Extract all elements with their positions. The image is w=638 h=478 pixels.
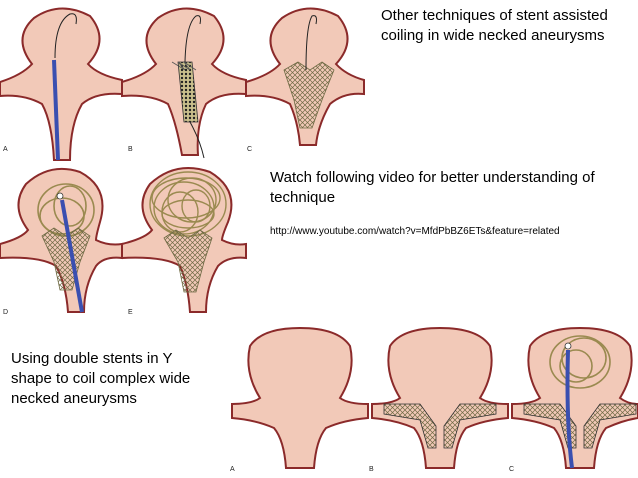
panel-label-bottom-b: B (369, 466, 374, 473)
panel-c-aneurysm (245, 7, 365, 146)
panel-e-aneurysm (121, 167, 247, 313)
y-panel-b-aneurysm (371, 326, 509, 469)
y-stent-description: Using double stents in Y shape to coil c… (11, 349, 190, 409)
y-panel-c-aneurysm (511, 326, 638, 469)
top-title-line2: coiling in wide necked aneurysms (381, 27, 605, 44)
panel-label-top-e: E (128, 309, 133, 316)
y-stent-line2: shape to coil complex wide (11, 370, 191, 387)
video-link[interactable]: http://www.youtube.com/watch?v=MfdPbBZ6E… (270, 226, 560, 237)
video-heading-line1: Watch following video for better underst… (270, 169, 595, 186)
y-stent-line1: Using double stents in Y (11, 350, 173, 367)
panel-label-bottom-c: C (509, 466, 515, 473)
panel-d-aneurysm (0, 168, 123, 313)
panel-a-aneurysm (0, 7, 123, 161)
video-heading-line2: technique (270, 189, 336, 206)
panel-label-top-c: C (247, 146, 253, 153)
y-stent-line3: necked aneurysms (11, 390, 137, 407)
top-title-line1: Other techniques of stent assisted (381, 7, 608, 24)
panel-label-top-b: B (128, 146, 133, 153)
video-heading: Watch following video for better underst… (270, 168, 595, 208)
panel-label-bottom-a: A (230, 466, 235, 473)
top-title: Other techniques of stent assisted coili… (381, 6, 608, 46)
panel-label-top-d: D (3, 309, 9, 316)
panel-label-top-a: A (3, 146, 8, 153)
panel-b-aneurysm (121, 7, 247, 159)
y-panel-a-aneurysm (231, 326, 369, 469)
